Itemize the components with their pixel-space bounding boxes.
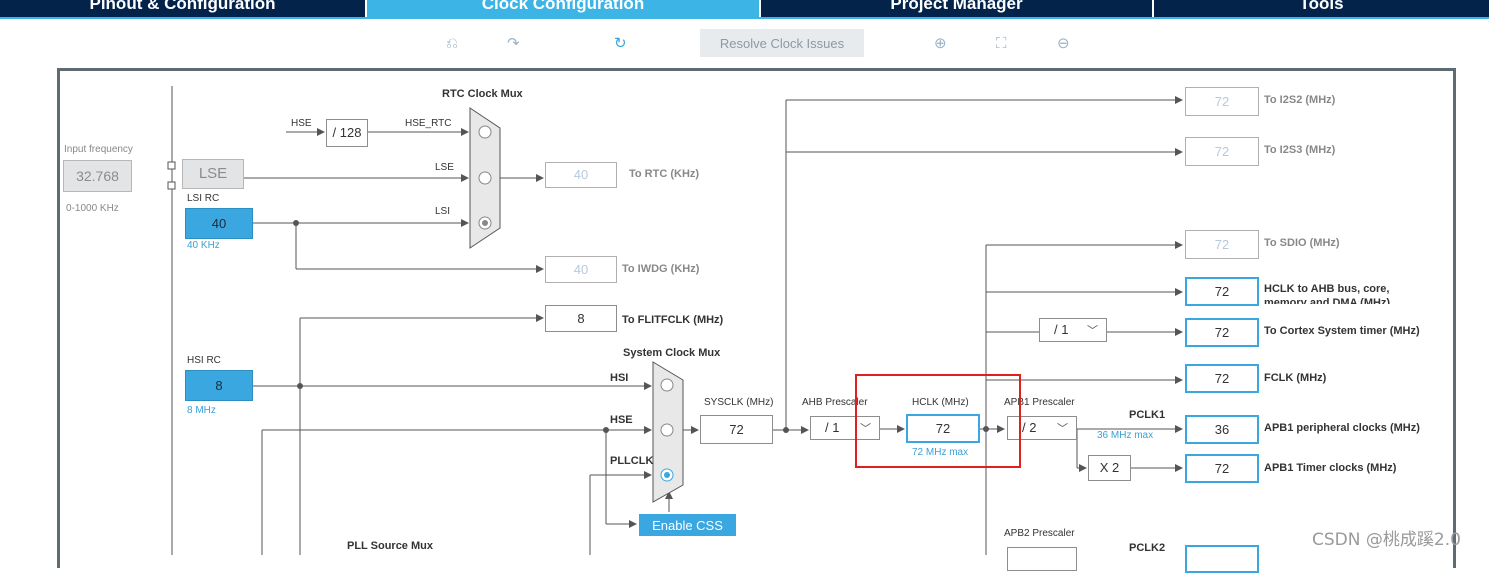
i2s2-output-field[interactable]: 72 bbox=[1185, 87, 1259, 116]
pclk1-label: PCLK1 bbox=[1129, 409, 1166, 421]
hclk-ahb-output-field[interactable]: 72 bbox=[1185, 277, 1259, 306]
i2s3-output-label: To I2S3 (MHz) bbox=[1264, 144, 1336, 156]
rtc-output-field[interactable]: 40 bbox=[545, 162, 617, 188]
hse-div128-box: / 128 bbox=[326, 119, 368, 147]
lsi-rc-box: 40 bbox=[185, 208, 253, 239]
system-clock-mux-title: System Clock Mux bbox=[623, 347, 721, 359]
cortex-timer-output-label: To Cortex System timer (MHz) bbox=[1264, 325, 1420, 337]
tab-clock-configuration[interactable]: Clock Configuration bbox=[367, 0, 759, 17]
apb1-timer-output-label: APB1 Timer clocks (MHz) bbox=[1264, 462, 1397, 474]
apb1-prescaler-label: APB1 Prescaler bbox=[1004, 397, 1075, 408]
zoom-in-icon[interactable]: ⊕ bbox=[934, 35, 947, 52]
undo-icon[interactable]: ⎌ bbox=[446, 35, 459, 52]
i2s2-output-label: To I2S2 (MHz) bbox=[1264, 94, 1336, 106]
hclk-label: HCLK (MHz) bbox=[912, 397, 969, 408]
zoom-out-icon[interactable]: ⊖ bbox=[1057, 35, 1070, 52]
apb2-prescaler-label: APB2 Prescaler bbox=[1004, 528, 1075, 539]
flitfclk-output-field[interactable]: 8 bbox=[545, 305, 617, 332]
hsi-rc-box: 8 bbox=[185, 370, 253, 401]
sdio-output-label: To SDIO (MHz) bbox=[1264, 237, 1340, 249]
rtc-hse-label: HSE bbox=[291, 118, 312, 129]
tab-separator bbox=[365, 0, 367, 19]
hclk-field[interactable]: 72 bbox=[906, 414, 980, 443]
fclk-output-field[interactable]: 72 bbox=[1185, 364, 1259, 393]
chevron-down-icon: ﹀ bbox=[1057, 423, 1068, 435]
input-frequency-range: 0-1000 KHz bbox=[66, 203, 119, 214]
apb1-peripheral-output-field[interactable]: 36 bbox=[1185, 415, 1259, 444]
hclk-max-label: 72 MHz max bbox=[912, 447, 969, 458]
i2s3-output-field[interactable]: 72 bbox=[1185, 137, 1259, 166]
lse-box: LSE bbox=[182, 159, 244, 189]
enable-css-button[interactable]: Enable CSS bbox=[639, 514, 736, 536]
hsi-rc-freq: 8 MHz bbox=[187, 405, 216, 416]
sysclk-label: SYSCLK (MHz) bbox=[704, 397, 774, 408]
chevron-down-icon: ﹀ bbox=[860, 423, 871, 435]
hclk-ahb-output-label: HCLK to AHB bus, core, memory and DMA (M… bbox=[1264, 283, 1391, 304]
tab-separator bbox=[1152, 0, 1154, 19]
cortex-divider-dropdown[interactable]: / 1 ﹀ bbox=[1039, 318, 1107, 342]
apb2-output-field[interactable] bbox=[1185, 545, 1259, 573]
apb1-peripheral-output-label: APB1 peripheral clocks (MHz) bbox=[1264, 422, 1420, 434]
tab-tools[interactable]: Tools bbox=[1299, 0, 1344, 13]
iwdg-output-field[interactable]: 40 bbox=[545, 256, 617, 283]
tab-separator bbox=[759, 0, 761, 19]
sdio-output-field[interactable]: 72 bbox=[1185, 230, 1259, 259]
rtc-lsi-label: LSI bbox=[435, 206, 451, 217]
lsi-rc-freq: 40 KHz bbox=[187, 240, 220, 251]
input-frequency-label: Input frequency bbox=[64, 144, 133, 155]
apb1-max-label: 36 MHz max bbox=[1097, 430, 1154, 441]
top-tab-bar: Pinout & Configuration Clock Configurati… bbox=[0, 0, 1489, 19]
cortex-divider-value: / 1 bbox=[1054, 322, 1069, 337]
lsi-rc-label: LSI RC bbox=[187, 193, 220, 204]
csdn-watermark: CSDN @桃成蹊2.0 bbox=[1312, 530, 1461, 550]
pll-source-mux-title: PLL Source Mux bbox=[347, 540, 433, 552]
fclk-output-label: FCLK (MHz) bbox=[1264, 372, 1327, 384]
iwdg-output-label: To IWDG (KHz) bbox=[622, 263, 700, 275]
ahb-prescaler-dropdown[interactable]: / 1 ﹀ bbox=[810, 416, 880, 440]
ahb-prescaler-label: AHB Prescaler bbox=[802, 397, 868, 408]
apb1-prescaler-value: / 2 bbox=[1022, 420, 1037, 435]
input-frequency-field[interactable]: 32.768 bbox=[63, 160, 132, 192]
tab-pinout-configuration[interactable]: Pinout & Configuration bbox=[89, 0, 276, 13]
apb1-timer-multiplier: X 2 bbox=[1088, 455, 1131, 481]
cortex-timer-output-field[interactable]: 72 bbox=[1185, 318, 1259, 347]
rtc-output-label: To RTC (KHz) bbox=[629, 168, 700, 180]
rtc-lse-label: LSE bbox=[435, 162, 454, 173]
tab-underline bbox=[0, 17, 1489, 19]
chevron-down-icon: ﹀ bbox=[1087, 325, 1098, 337]
hse-rtc-label: HSE_RTC bbox=[405, 118, 452, 129]
resolve-clock-issues-button[interactable]: Resolve Clock Issues bbox=[700, 29, 864, 57]
apb1-prescaler-dropdown[interactable]: / 2 ﹀ bbox=[1007, 416, 1077, 440]
sys-mux-hse-label: HSE bbox=[610, 414, 633, 426]
flitfclk-output-label: To FLITFCLK (MHz) bbox=[622, 314, 724, 326]
sys-mux-pllclk-label: PLLCLK bbox=[610, 455, 654, 467]
hsi-rc-label: HSI RC bbox=[187, 355, 221, 366]
pclk2-label: PCLK2 bbox=[1129, 542, 1166, 554]
apb1-timer-output-field[interactable]: 72 bbox=[1185, 454, 1259, 483]
redo-icon[interactable]: ↷ bbox=[507, 35, 520, 52]
sys-mux-hsi-label: HSI bbox=[610, 372, 629, 384]
ahb-prescaler-value: / 1 bbox=[825, 420, 840, 435]
apb2-prescaler-dropdown[interactable] bbox=[1007, 547, 1077, 571]
rtc-clock-mux-title: RTC Clock Mux bbox=[442, 88, 523, 100]
sysclk-field[interactable]: 72 bbox=[700, 415, 773, 444]
tab-project-manager[interactable]: Project Manager bbox=[890, 0, 1023, 13]
refresh-icon[interactable]: ↻ bbox=[614, 35, 627, 52]
fit-to-screen-icon[interactable]: ⛶ bbox=[996, 35, 1007, 52]
hclk-highlight-annotation bbox=[855, 374, 1021, 468]
